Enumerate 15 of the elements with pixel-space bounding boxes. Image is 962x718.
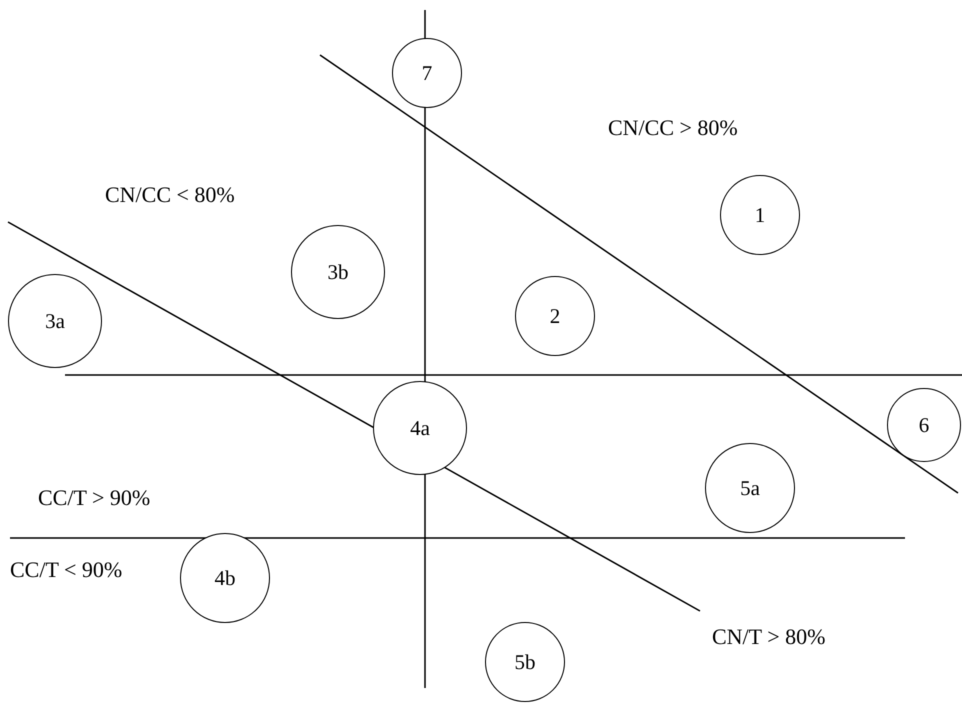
threshold-label: CN/CC > 80% — [608, 115, 738, 141]
region-number: 6 — [918, 412, 930, 438]
region-number: 2 — [550, 304, 560, 328]
region-number: 1 — [754, 202, 766, 228]
threshold-label: CN/CC < 80% — [105, 182, 235, 208]
threshold-label: CN/T > 80% — [712, 624, 826, 650]
region-number: 4b — [214, 566, 236, 590]
threshold-label: CC/T < 90% — [10, 557, 122, 583]
threshold-label: CC/T > 90% — [38, 485, 150, 511]
region-number: 4a — [410, 416, 430, 440]
region-number: 3a — [45, 308, 65, 334]
region-number: 3b — [328, 260, 348, 284]
region-number: 7 — [422, 60, 432, 86]
region-number: 5b — [514, 650, 536, 674]
region-number: 5a — [740, 476, 760, 500]
